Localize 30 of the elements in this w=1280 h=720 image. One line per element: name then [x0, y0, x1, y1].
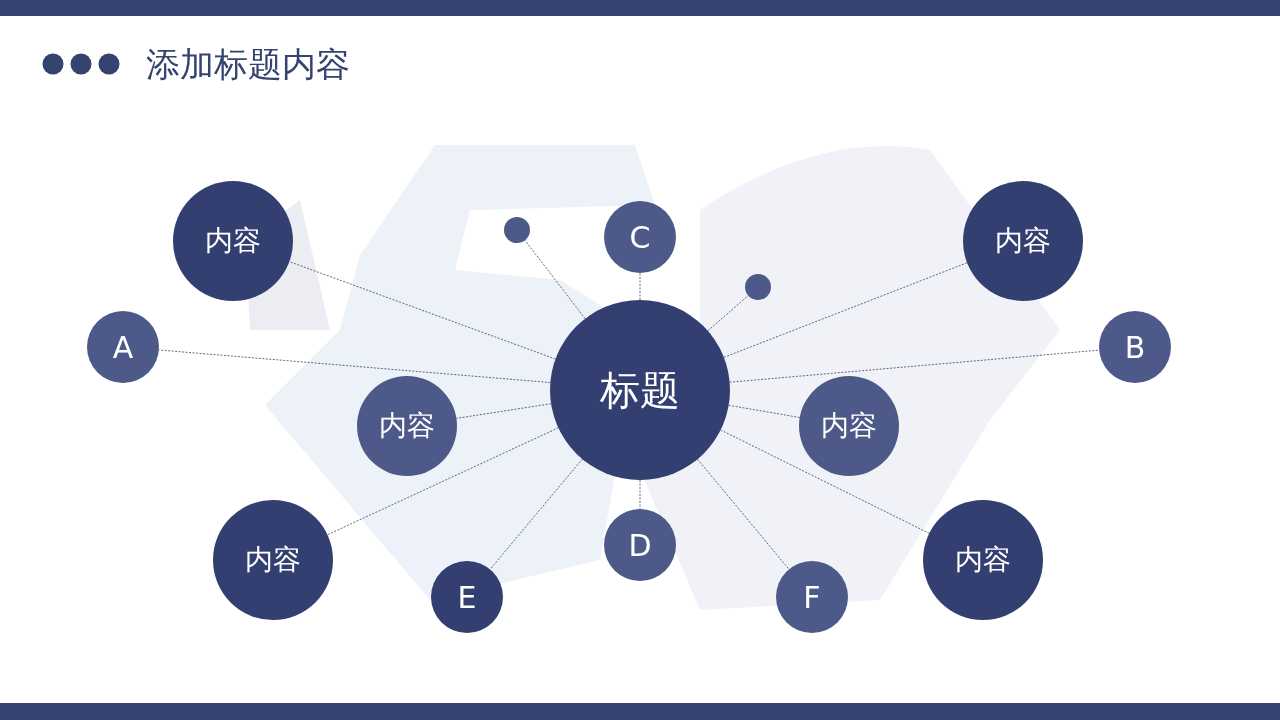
connector-line — [524, 239, 586, 320]
connector-line — [729, 349, 1100, 383]
connector-line — [697, 458, 790, 570]
connector-line — [728, 404, 801, 418]
slide-title: 添加标题内容 — [146, 43, 350, 86]
topic-circle: 标题 — [550, 300, 730, 480]
connector-line — [720, 429, 930, 534]
connector-line — [707, 295, 749, 332]
topic-circle: B — [1099, 311, 1171, 383]
connector-line — [639, 479, 641, 510]
topic-circle: 内容 — [173, 181, 293, 301]
connector-line — [456, 403, 552, 419]
connector-line — [639, 272, 641, 301]
connector-line — [288, 261, 556, 360]
topic-circle: D — [604, 509, 676, 581]
topic-circle: E — [431, 561, 503, 633]
topic-circle: 内容 — [213, 500, 333, 620]
connector-line — [327, 427, 559, 536]
dot-circle — [504, 217, 530, 243]
connector-line — [723, 262, 968, 358]
topic-circle: 内容 — [963, 181, 1083, 301]
topic-circle: 内容 — [799, 376, 899, 476]
dot-circle — [745, 274, 771, 300]
topic-circle: 内容 — [357, 376, 457, 476]
connector-line — [489, 458, 583, 570]
topic-circle: A — [87, 311, 159, 383]
topic-circle: F — [776, 561, 848, 633]
connector-line — [158, 349, 551, 383]
topic-circle: C — [604, 201, 676, 273]
topic-circle: 内容 — [923, 500, 1043, 620]
